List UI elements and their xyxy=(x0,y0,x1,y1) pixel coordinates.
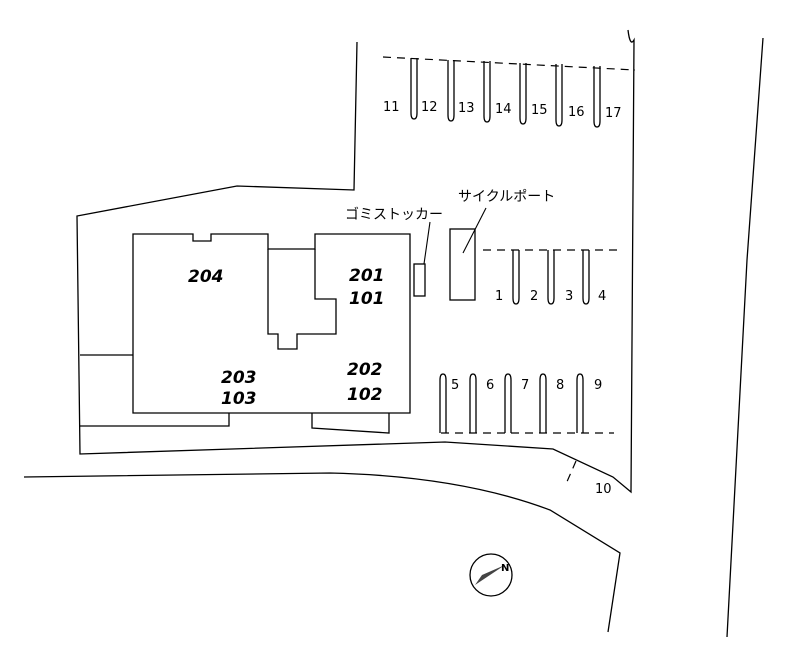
parking-7: 7 xyxy=(521,378,529,393)
compass: N xyxy=(469,553,513,597)
garbage-locker-box xyxy=(413,263,426,297)
parking-5: 5 xyxy=(451,378,459,393)
parking-8: 8 xyxy=(556,378,564,393)
garbage-locker-leader xyxy=(423,221,431,265)
building-extension xyxy=(311,413,390,434)
room-201: 201 xyxy=(349,266,385,286)
parking-9: 9 xyxy=(594,378,602,393)
parking-dash-10 xyxy=(565,460,577,485)
parking-dividers-top xyxy=(410,58,601,128)
room-102: 102 xyxy=(347,385,383,405)
room-203: 203 xyxy=(221,368,257,388)
parking-6: 6 xyxy=(486,378,494,393)
label-garbage-locker: ゴミストッカー xyxy=(345,206,443,223)
parking-dividers-mid xyxy=(512,250,590,305)
room-202: 202 xyxy=(347,360,383,380)
parking-dash-top xyxy=(382,56,636,71)
bicycle-port-leader xyxy=(462,207,487,254)
site-boundary xyxy=(76,29,635,494)
parking-14: 14 xyxy=(495,102,512,117)
parking-4: 4 xyxy=(598,289,606,304)
room-101: 101 xyxy=(349,289,385,309)
room-103: 103 xyxy=(221,389,257,409)
compass-circle xyxy=(469,553,513,597)
parking-16: 16 xyxy=(568,105,585,120)
compass-direction: N xyxy=(501,563,509,574)
stair-hall xyxy=(267,249,337,350)
road-edge-bottom xyxy=(23,472,621,633)
parking-13: 13 xyxy=(458,101,475,116)
parking-1: 1 xyxy=(495,289,503,304)
annex-left xyxy=(80,354,230,427)
parking-12: 12 xyxy=(421,100,438,115)
bicycle-port-box xyxy=(449,228,476,301)
room-204: 204 xyxy=(188,267,224,287)
parking-10: 10 xyxy=(595,482,612,497)
road-edge-right xyxy=(726,37,764,638)
parking-17: 17 xyxy=(605,106,622,121)
parking-2: 2 xyxy=(530,289,538,304)
compass-needle xyxy=(475,565,505,585)
parking-11: 11 xyxy=(383,100,400,115)
parking-3: 3 xyxy=(565,289,573,304)
parking-15: 15 xyxy=(531,103,548,118)
label-bicycle-port: サイクルポート xyxy=(458,189,555,205)
parking-dividers-bottom xyxy=(439,373,584,433)
